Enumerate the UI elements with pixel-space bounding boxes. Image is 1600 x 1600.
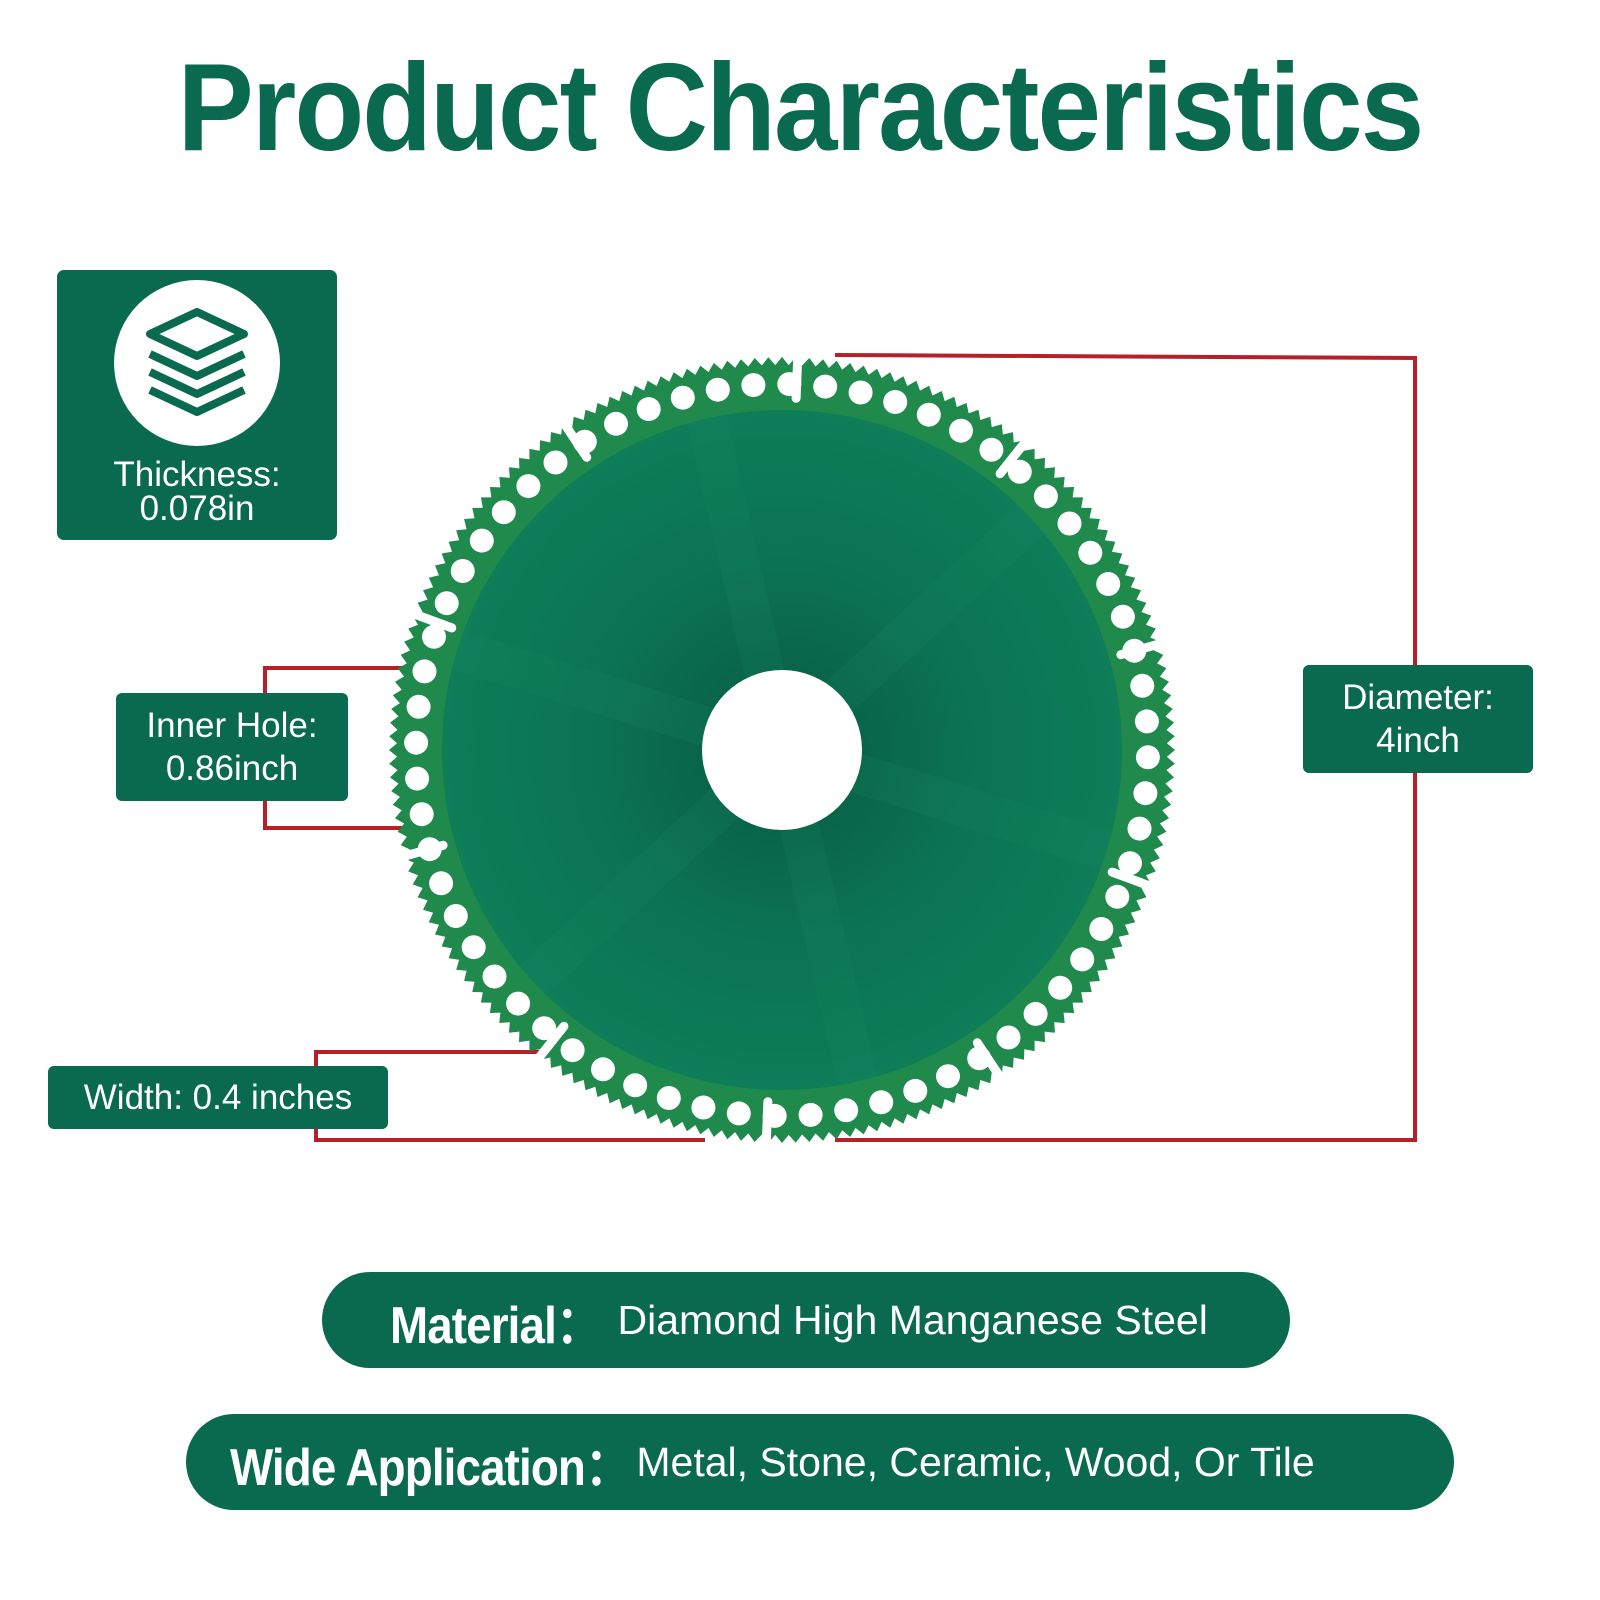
cooling-hole (1007, 459, 1032, 484)
cooling-hole (482, 964, 507, 989)
arbor-hole (702, 670, 862, 830)
cooling-hole (1048, 975, 1073, 1000)
cooling-hole (726, 1101, 751, 1126)
cooling-hole (996, 1025, 1021, 1050)
cooling-hole (813, 374, 838, 399)
cooling-hole (979, 437, 1004, 462)
cooling-hole (532, 1016, 557, 1041)
cutting-disc (389, 350, 1175, 1150)
cooling-hole (450, 559, 475, 583)
cooling-hole (443, 904, 468, 928)
width-label: Width: 0.4 inches (48, 1066, 388, 1129)
cooling-hole (1070, 947, 1095, 972)
cooling-hole (949, 418, 973, 443)
cooling-hole (405, 766, 430, 791)
page-title: Product Characteristics (177, 39, 1425, 177)
cooling-hole (1127, 816, 1152, 841)
cooling-hole (656, 1086, 681, 1110)
cooling-hole (1078, 540, 1103, 565)
segment-gap (407, 608, 457, 633)
cooling-hole (1133, 781, 1158, 806)
cooling-hole (623, 1073, 648, 1098)
inner-hole-label: Inner Hole: 0.86inch (116, 693, 348, 801)
cooling-hole (1135, 745, 1160, 770)
width-text: Width: 0.4 inches (83, 1078, 353, 1117)
application-value: Metal, Stone, Ceramic, Wood, Or Tile (636, 1438, 1315, 1485)
cooling-hole (1033, 484, 1058, 509)
cooling-hole (429, 871, 454, 896)
cooling-hole (1110, 604, 1135, 629)
cooling-hole (741, 373, 766, 398)
cooling-hole (883, 390, 908, 414)
cooling-hole (1118, 851, 1142, 876)
cooling-hole (777, 372, 802, 397)
segment-gap (1107, 867, 1157, 892)
cooling-hole (1089, 917, 1114, 941)
cooling-hole (461, 935, 486, 960)
cooling-hole (604, 411, 628, 436)
inner-hole-title: Inner Hole: (146, 706, 318, 745)
cooling-hole (591, 1057, 615, 1082)
thickness-card: Thickness: 0.078in (57, 270, 337, 540)
material-pill: Material： Diamond High Manganese Steel (322, 1272, 1290, 1368)
cooling-hole (434, 591, 459, 616)
cooling-hole (936, 1064, 960, 1089)
thickness-value: 0.078in (139, 489, 255, 528)
cooling-hole (691, 1095, 716, 1120)
cooling-hole (705, 377, 730, 402)
diameter-label: Diameter: 4inch (1303, 665, 1533, 773)
cooling-hole (516, 474, 541, 499)
cooling-hole (404, 730, 429, 755)
thickness-text: Thickness: 0.078in (57, 455, 337, 528)
material-value: Diamond High Manganese Steel (617, 1296, 1208, 1343)
diameter-value: 4inch (1376, 721, 1460, 760)
cooling-hole (1134, 709, 1159, 734)
cooling-hole (1105, 884, 1130, 909)
cooling-hole (636, 397, 661, 422)
material-key: Material： (390, 1296, 602, 1355)
cooling-hole (834, 1098, 859, 1123)
application-key: Wide Application： (230, 1438, 631, 1497)
cooling-hole (1122, 638, 1147, 663)
cooling-hole (543, 450, 568, 475)
layers-icon (114, 280, 280, 446)
application-pill: Wide Application： Metal, Stone, Ceramic,… (186, 1414, 1454, 1510)
cooling-hole (1130, 673, 1155, 698)
cooling-hole (967, 1046, 992, 1071)
segment-gap (995, 435, 1032, 479)
segment-gap (532, 1021, 569, 1065)
cooling-hole (409, 802, 434, 827)
cooling-hole (1096, 572, 1121, 596)
cooling-hole (422, 624, 446, 649)
cooling-hole (798, 1102, 823, 1127)
cooling-hole (417, 837, 442, 862)
cooling-hole (560, 1038, 585, 1063)
cooling-hole (848, 380, 873, 405)
cooling-hole (1023, 1001, 1048, 1026)
cooling-hole (869, 1090, 894, 1115)
cooling-hole (412, 659, 437, 684)
cooling-hole (406, 694, 431, 719)
diameter-title: Diameter: (1342, 678, 1494, 717)
inner-hole-value: 0.86inch (165, 749, 299, 788)
thickness-label: Thickness: (113, 455, 281, 494)
cooling-hole (762, 1103, 787, 1128)
cooling-hole (506, 991, 531, 1016)
cooling-hole (491, 500, 516, 525)
cooling-hole (469, 528, 494, 553)
cooling-hole (670, 385, 695, 410)
cooling-hole (1057, 511, 1082, 536)
cooling-hole (903, 1078, 928, 1103)
cooling-hole (916, 402, 941, 427)
cooling-hole (572, 429, 597, 454)
